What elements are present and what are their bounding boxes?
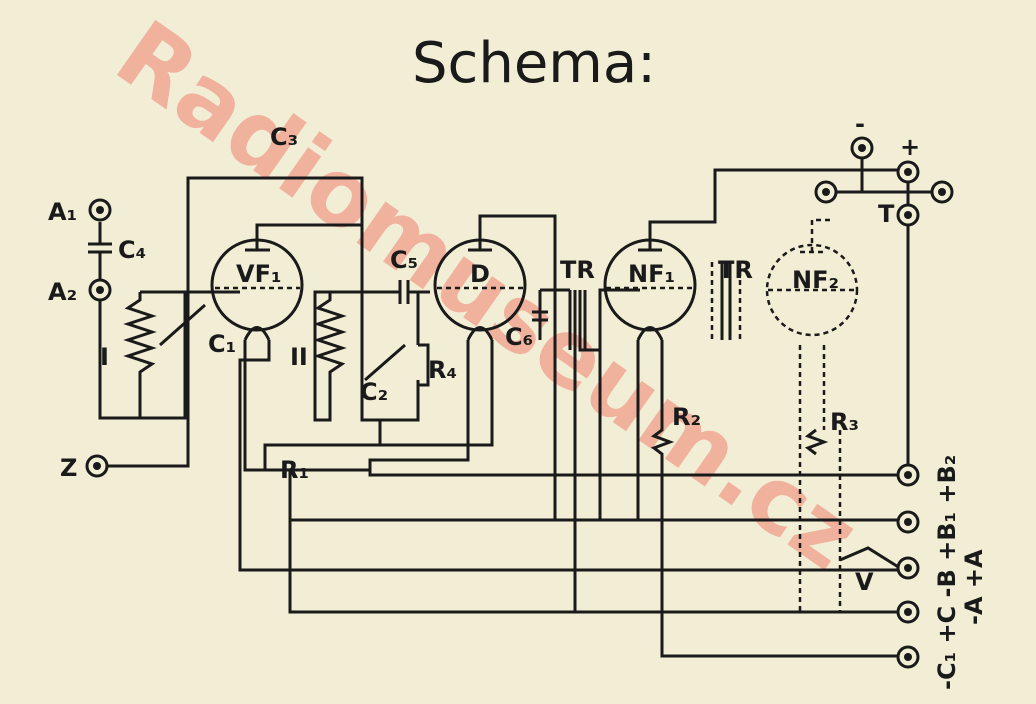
label-c5: C₅ <box>390 246 418 274</box>
label-minus: - <box>855 110 865 138</box>
label-coil1: I <box>100 343 109 371</box>
label-a2: A₂ <box>48 278 77 306</box>
label-r1: R₁ <box>280 456 309 484</box>
label-d: D <box>470 260 490 288</box>
label-c2: C₂ <box>360 378 388 406</box>
label-a1: A₁ <box>48 198 77 226</box>
terminal-labels-row2: -A +A <box>960 549 988 625</box>
terminals <box>85 136 954 669</box>
label-plus: + <box>900 133 920 161</box>
label-nf1: NF₁ <box>628 260 675 288</box>
label-c3: C₃ <box>270 123 298 151</box>
wiring <box>88 148 942 658</box>
label-v: V <box>855 568 874 596</box>
label-t: T <box>878 200 895 228</box>
label-c6: C₆ <box>505 323 533 351</box>
label-r3: R₃ <box>830 408 859 436</box>
label-tr2: TR <box>718 256 753 284</box>
label-z: Z <box>60 454 77 482</box>
terminal-labels-row1: -C₁ +C -B +B₁ +B₂ <box>933 455 961 690</box>
label-tr1: TR <box>560 256 595 284</box>
label-c1: C₁ <box>208 330 236 358</box>
label-c4: C₄ <box>118 236 146 264</box>
label-r4: R₄ <box>428 356 457 384</box>
label-nf2: NF₂ <box>792 266 839 294</box>
label-coil2: II <box>290 343 308 371</box>
diagram-title: Schema: <box>412 31 656 96</box>
label-vf1: VF₁ <box>236 260 281 288</box>
component-labels: A₁ A₂ Z C₄ C₃ C₁ I II C₅ C₂ R₄ R₁ VF₁ D … <box>48 110 920 596</box>
label-r2: R₂ <box>672 403 701 431</box>
